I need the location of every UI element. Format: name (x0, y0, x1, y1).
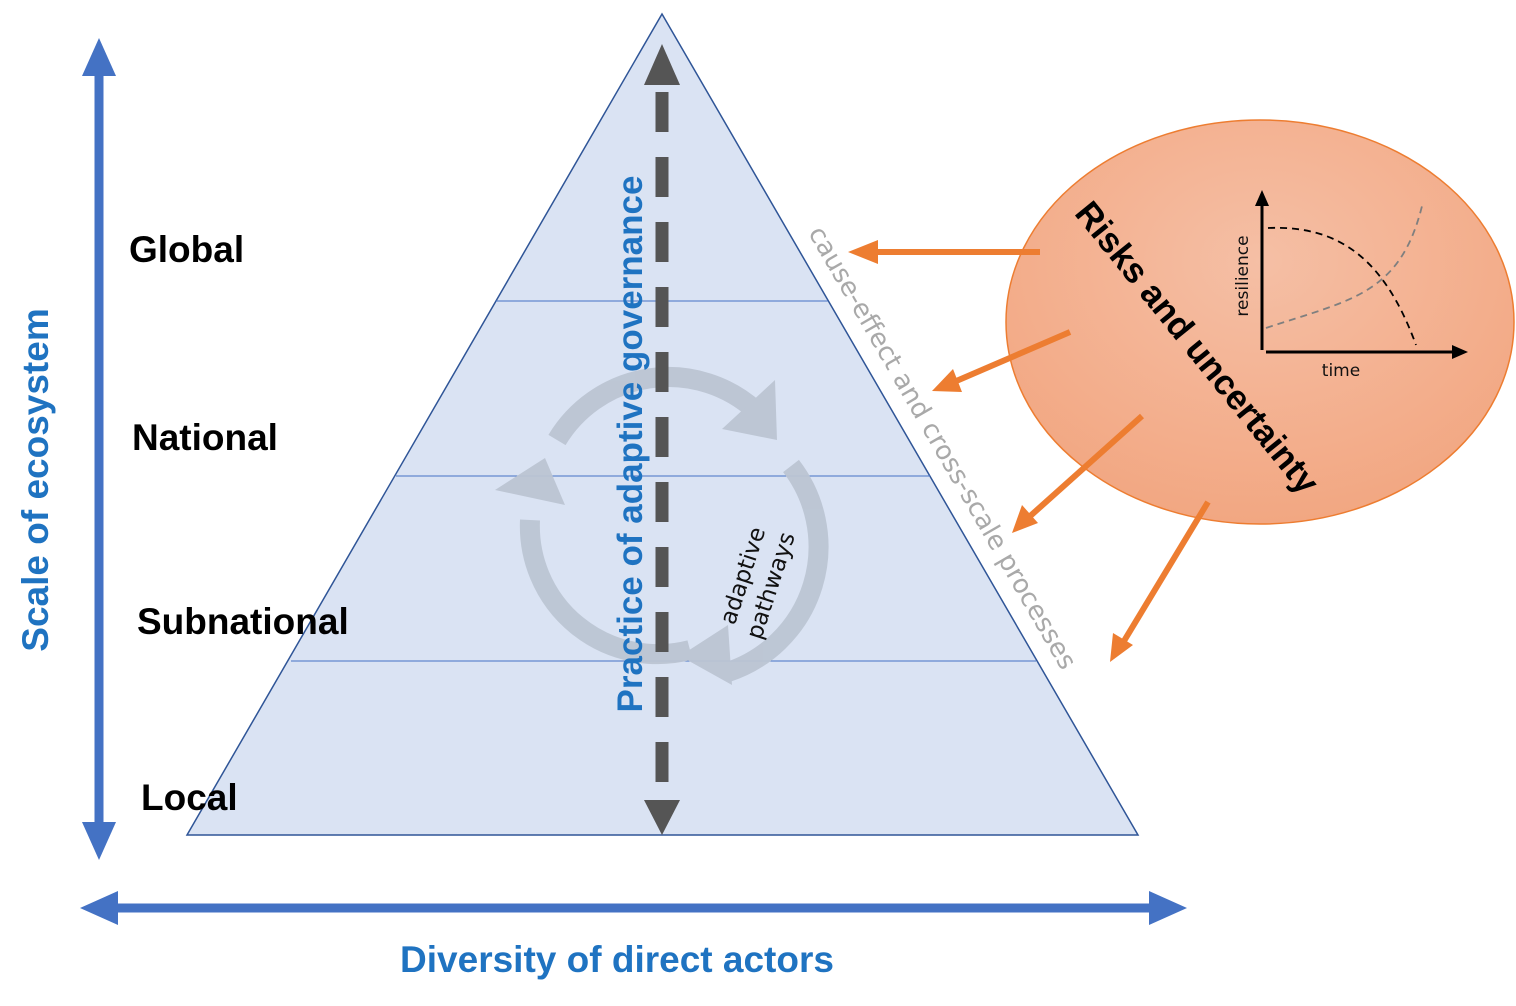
risk-arrow-subnational (1012, 413, 1145, 533)
risk-arrow-local (1110, 500, 1211, 662)
risk-arrow-global (848, 240, 1040, 264)
inset-xlabel: time (1322, 361, 1360, 381)
vertical-axis-label: Scale of ecosystem (15, 308, 56, 651)
vertical-axis-arrow (82, 38, 116, 860)
level-subnational-label: Subnational (137, 601, 349, 642)
adaptive-cycle-icon (495, 367, 829, 685)
governance-dashed-arrow (644, 44, 680, 835)
risk-arrow-national (932, 329, 1072, 392)
level-national-label: National (132, 417, 278, 458)
inset-ylabel: resilience (1233, 235, 1253, 316)
level-local-label: Local (141, 777, 238, 818)
inset-rising-curve (1265, 205, 1423, 329)
horizontal-axis-arrow (80, 891, 1187, 925)
horizontal-axis-label: Diversity of direct actors (400, 939, 834, 980)
risk-ellipse (1005, 119, 1515, 525)
resilience-inset-chart: resilience time (1233, 190, 1468, 381)
governance-label: Practice of adaptive governance (611, 176, 650, 713)
risk-arrows (848, 240, 1211, 662)
level-global-label: Global (129, 229, 244, 270)
inset-declining-curve (1267, 227, 1417, 346)
